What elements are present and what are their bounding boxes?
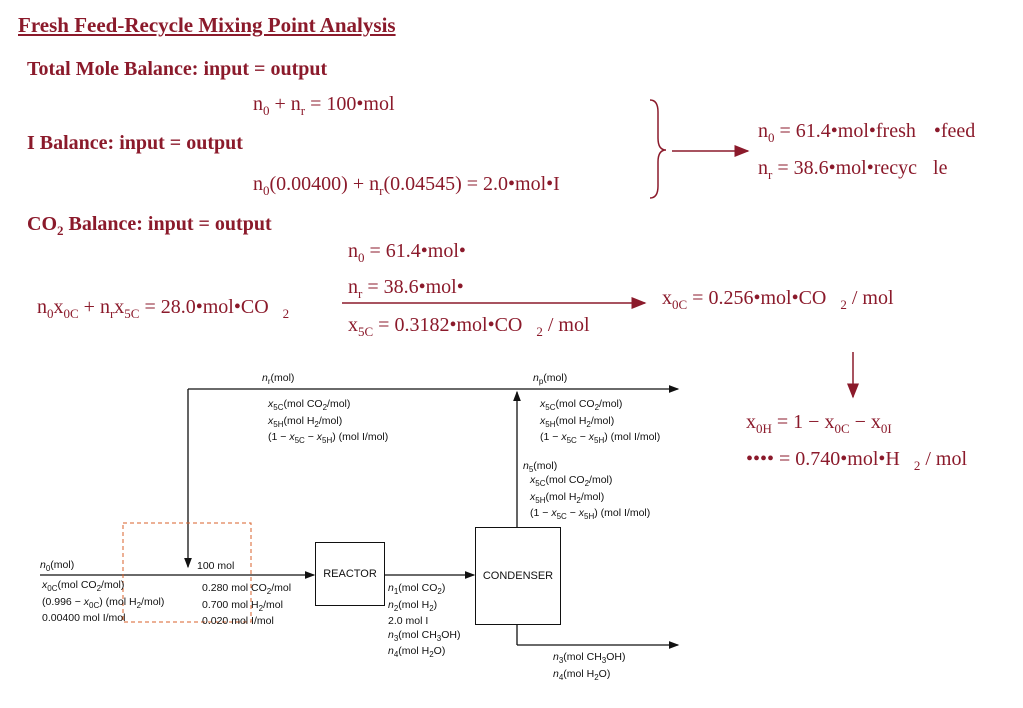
recycle-flow-label: nr(mol) — [262, 372, 295, 387]
liquid-outlet-composition: n3(mol CH3OH) n4(mol H2O) — [553, 651, 626, 682]
result-n0: n0 = 61.4•mol•fresh•feed — [758, 120, 976, 145]
co2-balance-heading: CO2 Balance: input = output — [27, 213, 272, 238]
brace-shape — [649, 99, 667, 199]
i-balance-heading: I Balance: input = output — [27, 132, 243, 154]
page-title: Fresh Feed-Recycle Mixing Point Analysis — [18, 13, 396, 37]
known-n0: n0 = 61.4•mol• — [348, 240, 466, 265]
recycle-composition: x5C(mol CO2/mol) x5H(mol H2/mol) (1 − x5… — [268, 398, 389, 446]
reactor-box: REACTOR — [315, 542, 385, 606]
condenser-box: CONDENSER — [475, 527, 561, 625]
stream5-composition: x5C(mol CO2/mol) x5H(mol H2/mol) (1 − x5… — [530, 474, 651, 522]
feed-composition: x0C(mol CO2/mol) (0.996 − x0C) (mol H2/m… — [42, 579, 165, 625]
reactor-outlet-composition: n1(mol CO2) n2(mol H2) 2.0 mol I n3(mol … — [388, 582, 461, 660]
total-balance-heading: Total Mole Balance: input = output — [27, 58, 328, 80]
purge-flow-label: np(mol) — [533, 372, 568, 387]
mixed-total-label: 100 mol — [197, 560, 235, 572]
total-balance-equation: n0 + nr = 100•mol — [253, 93, 395, 118]
purge-composition: x5C(mol CO2/mol) x5H(mol H2/mol) (1 − x5… — [540, 398, 661, 446]
mixing-point-box — [122, 522, 252, 623]
result-x0h-formula: x0H = 1 − x0C − x0I — [746, 411, 892, 436]
stream5-flow-label: n5(mol) — [523, 460, 558, 475]
known-nr: nr = 38.6•mol• — [348, 276, 464, 301]
mixed-composition: 0.280 mol CO2/mol 0.700 mol H2/mol 0.020… — [202, 582, 292, 628]
i-balance-equation: n0(0.00400) + nr(0.04545) = 2.0•mol•I — [253, 173, 560, 198]
feed-flow-label: n0(mol) — [40, 559, 75, 574]
